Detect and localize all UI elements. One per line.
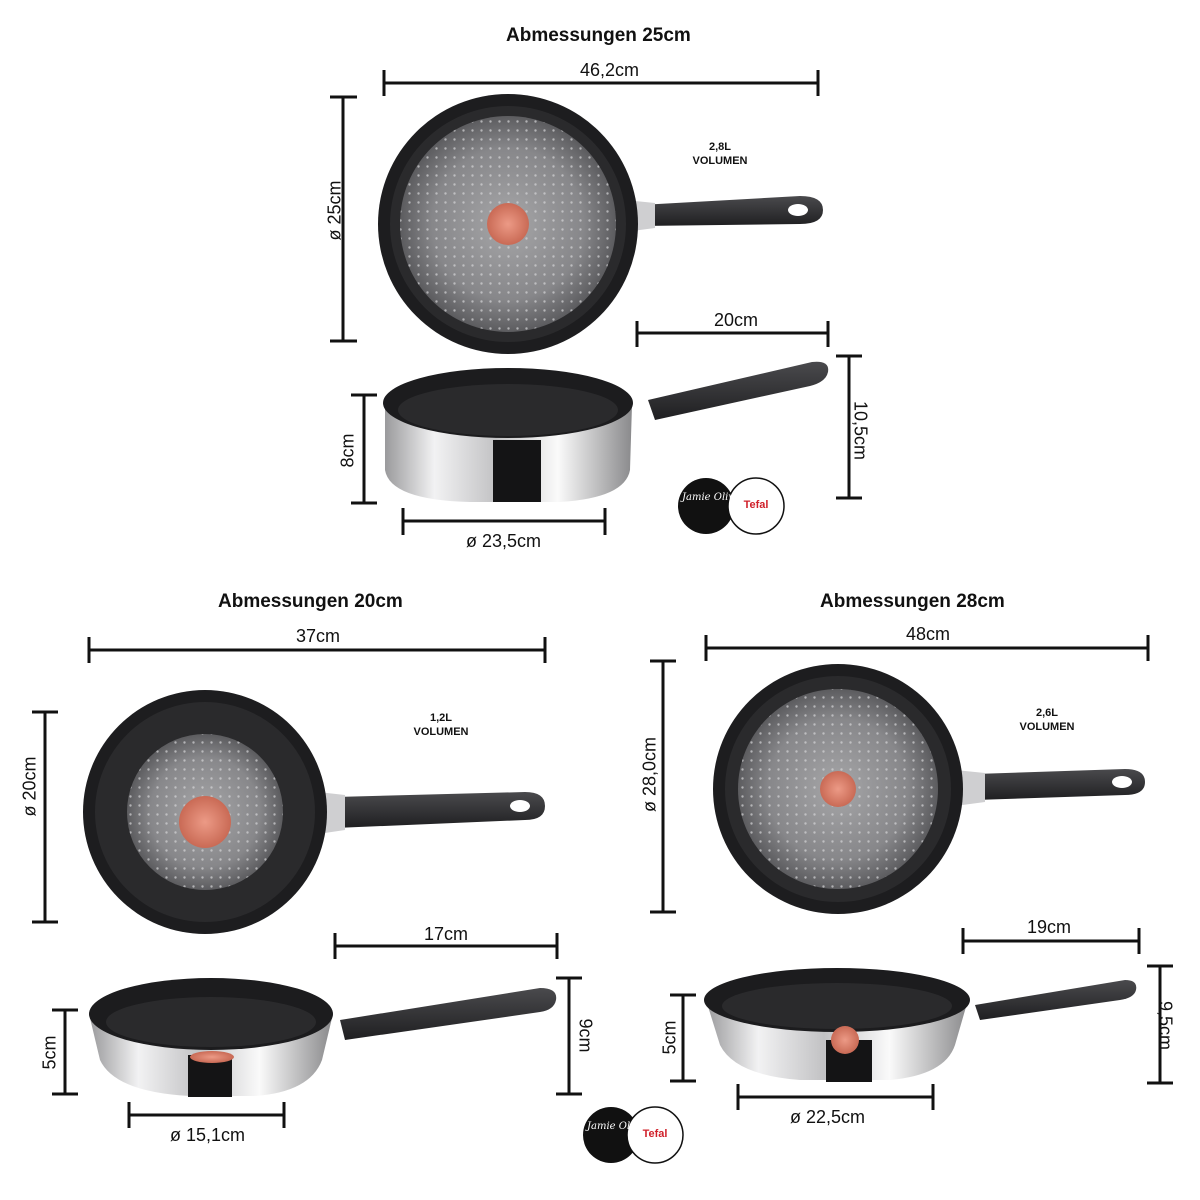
dimension-line-diameter [330, 95, 357, 343]
width-label: 46,2cm [580, 60, 640, 80]
jamie-oliver-logo-text: Jamie Oliver [587, 1121, 650, 1132]
thermo-spot [487, 203, 529, 245]
dimension-line-handle [635, 321, 830, 347]
volume-caption: VOLUMEN [692, 155, 748, 167]
dimension-line-base [127, 1102, 286, 1128]
depth-label: 5cm [39, 1035, 60, 1070]
width-label: 48cm [906, 624, 951, 644]
base-diameter-label: ø 15,1cm [170, 1125, 246, 1145]
dimension-line-width-top [382, 70, 820, 96]
pan-handle [648, 361, 829, 420]
handle-length-label: 19cm [1027, 917, 1072, 937]
diameter-label: ø 28,0cm [639, 736, 660, 813]
pan-top-view [83, 690, 545, 934]
dimension-line-diameter [650, 659, 676, 914]
base-diameter-label: ø 23,5cm [466, 531, 542, 551]
tefal-logo [727, 477, 785, 535]
dimension-line-height [836, 354, 862, 500]
dimension-line-height [556, 976, 582, 1096]
handle-length-label: 20cm [714, 310, 759, 330]
diameter-label: ø 20cm [19, 756, 40, 817]
depth-label: 8cm [337, 433, 358, 468]
tefal-logo-text: Tefal [642, 1128, 668, 1140]
section-25cm [330, 70, 862, 535]
depth-label: 5cm [659, 1020, 680, 1055]
dimension-line-height [1147, 964, 1173, 1085]
dimension-line-handle [333, 933, 559, 959]
pan-handle [975, 769, 1145, 800]
dimension-line-base [736, 1084, 935, 1110]
volume-label: 2,8L VOLUMEN [675, 140, 765, 168]
brand-logos-top [678, 477, 785, 535]
section-title: Abmessungen 20cm [218, 591, 403, 612]
volume-caption: VOLUMEN [413, 726, 469, 738]
pan-top-view [713, 664, 1145, 914]
jamie-oliver-logo [678, 478, 734, 534]
handle-length-label: 17cm [424, 924, 469, 944]
width-label: 37cm [296, 626, 341, 646]
dimension-line-depth [52, 1008, 78, 1096]
section-title: Abmessungen 28cm [820, 591, 1005, 612]
diameter-label: ø 25cm [324, 180, 345, 241]
section-20cm [32, 637, 582, 1128]
pan-handle [340, 988, 557, 1040]
pan-side-view [89, 978, 557, 1097]
height-label: 9,5cm [1155, 1000, 1176, 1051]
height-label: 9cm [575, 1018, 596, 1053]
section-28cm [650, 635, 1173, 1110]
pan-side-view [704, 968, 1137, 1082]
thermo-spot [831, 1026, 859, 1054]
dimension-line-width-top [704, 635, 1150, 661]
dimension-line-width-top [87, 637, 547, 663]
thermo-spot [820, 771, 856, 807]
volume-label: 1,2L VOLUMEN [396, 711, 486, 739]
pan-top-view [378, 94, 823, 354]
dimension-line-depth [351, 393, 377, 505]
jamie-oliver-logo [583, 1107, 639, 1163]
brand-logos-bottom [583, 1106, 684, 1164]
volume-amount: 1,2L [429, 712, 452, 724]
thermo-spot [179, 796, 231, 848]
volume-caption: VOLUMEN [1019, 721, 1075, 733]
pan-side-view [383, 361, 829, 502]
height-label: 10,5cm [850, 400, 871, 461]
pan-handle [335, 792, 545, 828]
dimension-line-depth [670, 993, 696, 1083]
base-diameter-label: ø 22,5cm [790, 1107, 866, 1127]
section-title: Abmessungen 25cm [506, 25, 691, 46]
volume-label: 2,6L VOLUMEN [1002, 706, 1092, 734]
tefal-logo [626, 1106, 684, 1164]
dimension-line-base [401, 508, 607, 535]
tefal-logo-text: Tefal [743, 499, 769, 511]
pan-handle [975, 980, 1137, 1020]
dimension-line-handle [961, 928, 1141, 954]
dimension-line-diameter [32, 710, 58, 924]
pan-handle [640, 196, 823, 226]
jamie-oliver-logo-text: Jamie Oliver [682, 492, 745, 503]
volume-amount: 2,6L [1035, 707, 1058, 719]
volume-amount: 2,8L [708, 141, 731, 153]
